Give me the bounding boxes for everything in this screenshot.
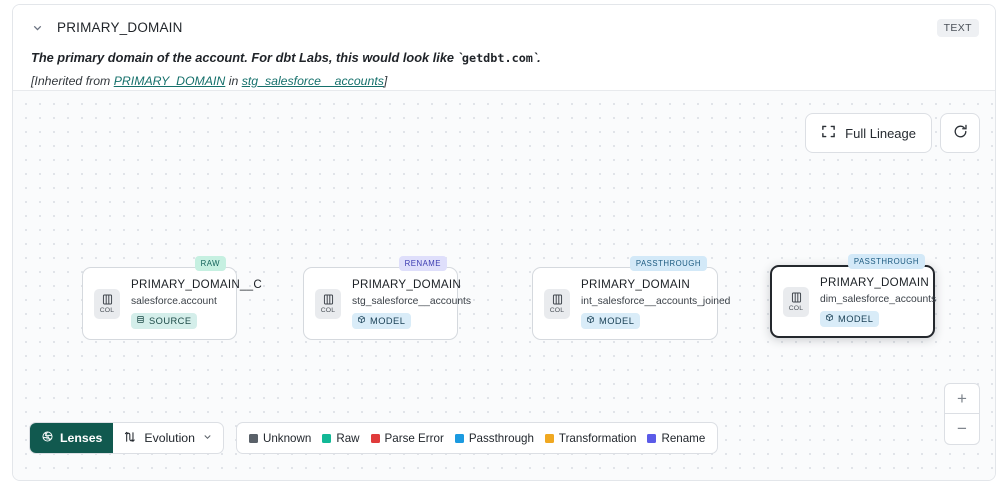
description-code: getdbt.com [461,51,533,65]
legend-swatch [454,433,464,443]
node-subtitle: int_salesforce__accounts_joined [581,295,731,307]
node-title: PRIMARY_DOMAIN [352,277,461,291]
refresh-button[interactable] [940,113,980,153]
legend-item[interactable]: Parse Error [370,431,444,445]
node-kind-badge: MODEL [352,312,412,329]
expand-corners-icon [821,124,836,142]
col-chip-label: COL [549,307,565,314]
description-suffix: `. [532,50,541,65]
chevron-down-icon [202,431,213,445]
legend-swatch [370,433,380,443]
node-title: PRIMARY_DOMAIN__C [131,277,262,291]
node-tag: PASSTHROUGH [629,256,707,271]
inherited-from-line: [Inherited from PRIMARY_DOMAIN in stg_sa… [31,74,977,88]
node-tag: RENAME [398,256,447,271]
zoom-out-button[interactable]: − [957,419,967,438]
cube-icon [357,315,366,326]
legend-swatch [544,433,554,443]
legend-label: Rename [661,431,706,445]
legend-swatch [322,433,332,443]
zoom-in-button[interactable]: + [945,384,979,414]
refresh-icon [952,123,969,143]
node-kind-label: MODEL [838,313,874,324]
panel-header: PRIMARY_DOMAIN TEXT The primary domain o… [13,5,995,90]
node-body: PRIMARY_DOMAIN stg_salesforce__accounts … [341,278,471,330]
lineage-edges [13,91,313,241]
evolution-dropdown[interactable]: Evolution [113,423,223,453]
title-row: PRIMARY_DOMAIN [31,15,977,39]
full-lineage-label: Full Lineage [845,125,916,141]
node-subtitle: salesforce.account [131,295,217,307]
node-tag: RAW [194,256,226,271]
legend-label: Unknown [262,431,312,445]
columns-icon: COL [544,288,570,319]
columns-icon: COL [94,288,120,319]
inherited-column-link[interactable]: PRIMARY_DOMAIN [113,74,226,88]
lineage-node-selected[interactable]: PASSTHROUGH COL PRIMARY_DOMAIN dim_sales… [770,254,936,338]
legend-item[interactable]: Rename [647,432,705,445]
aperture-icon [41,430,54,446]
node-kind-label: MODEL [599,315,635,326]
lens-control-group: Lenses Evolution [29,422,224,454]
canvas-top-controls: Full Lineage [805,113,980,153]
node-tag: PASSTHROUGH [847,254,925,269]
column-description: The primary domain of the account. For d… [31,50,977,65]
zoom-controls: + − [944,383,980,445]
lineage-canvas[interactable]: Full Lineage + − RAW [13,90,995,480]
cube-icon [586,315,595,326]
node-title: PRIMARY_DOMAIN [581,277,690,291]
node-body: PRIMARY_DOMAIN int_salesforce__accounts_… [570,278,730,330]
lenses-label: Lenses [60,431,103,445]
inherited-model-link[interactable]: stg_salesforce__accounts [241,74,384,88]
legend-label: Passthrough [468,431,534,445]
inherited-middle: in [225,74,242,88]
column-type-badge: TEXT [936,19,979,37]
columns-icon: COL [783,286,809,317]
legend-item[interactable]: Unknown [248,431,312,445]
canvas-bottom-bar: Lenses Evolution [29,422,719,454]
legend-label: Parse Error [384,431,444,445]
node-kind-badge: MODEL [581,312,641,329]
node-kind-label: SOURCE [149,315,192,326]
evolution-label: Evolution [144,431,195,445]
lineage-node[interactable]: RENAME COL PRIMARY_DOMAIN stg_salesforce… [303,256,471,340]
lineage-node[interactable]: PASSTHROUGH COL PRIMARY_DOMAIN int_sales… [532,256,730,340]
evolution-icon [123,430,137,447]
legend-label: Transformation [558,431,637,445]
chevron-down-icon[interactable] [31,21,44,34]
node-body: PRIMARY_DOMAIN dim_salesforce_accounts M… [809,276,936,328]
node-kind-badge: SOURCE [131,312,198,329]
node-body: PRIMARY_DOMAIN__C salesforce.account SOU… [120,278,262,330]
inherited-suffix: ] [383,74,388,88]
col-chip-label: COL [788,305,804,312]
description-prefix: The primary domain of the account. For d… [31,50,462,65]
legend-label: Raw [336,431,360,445]
cube-icon [825,313,834,324]
legend-swatch [248,433,258,443]
columns-icon: COL [315,288,341,319]
legend-item[interactable]: Passthrough [454,431,534,445]
lineage-legend: Unknown Raw Parse Error Passthrough Tran… [235,422,719,454]
lenses-button[interactable]: Lenses [30,423,114,453]
node-subtitle: stg_salesforce__accounts [352,295,472,307]
col-chip-label: COL [99,307,115,314]
node-subtitle: dim_salesforce_accounts [820,293,937,305]
inherited-prefix: [Inherited from [31,74,114,88]
database-icon [136,315,145,326]
legend-swatch [647,433,657,443]
node-kind-badge: MODEL [820,310,880,327]
legend-item[interactable]: Raw [322,431,360,445]
node-title: PRIMARY_DOMAIN [820,275,929,289]
column-lineage-panel: PRIMARY_DOMAIN TEXT The primary domain o… [12,4,996,481]
col-chip-label: COL [320,307,336,314]
lineage-node[interactable]: RAW COL PRIMARY_DOMAIN__C salesforce.acc… [82,256,262,340]
page-title: PRIMARY_DOMAIN [57,19,183,35]
node-kind-label: MODEL [370,315,406,326]
legend-item[interactable]: Transformation [544,431,637,445]
full-lineage-button[interactable]: Full Lineage [805,113,932,153]
